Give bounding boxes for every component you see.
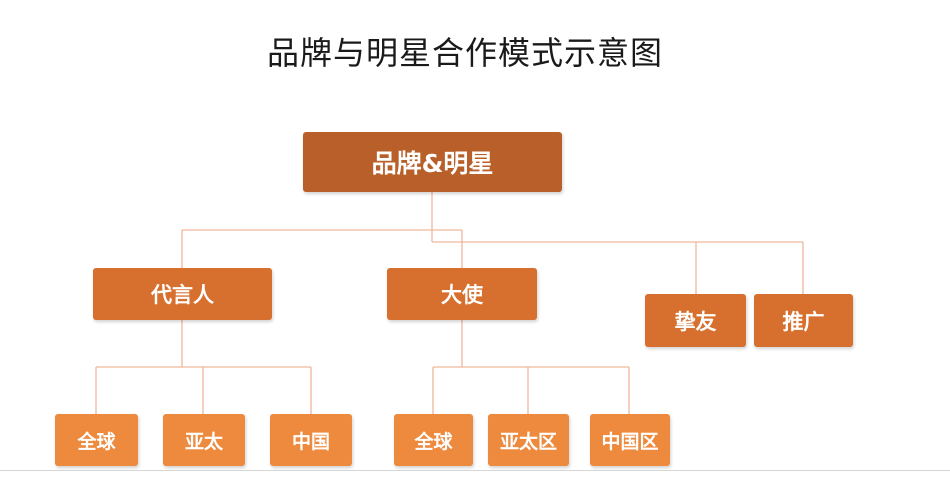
node-ambassador-global: 全球 <box>394 414 473 466</box>
node-spokesperson-apac: 亚太 <box>163 414 245 466</box>
node-spokesperson-global: 全球 <box>55 414 138 466</box>
node-friend: 挚友 <box>645 294 746 347</box>
node-spokesperson-china: 中国 <box>270 414 352 466</box>
node-root: 品牌&明星 <box>303 132 562 192</box>
diagram-title: 品牌与明星合作模式示意图 <box>266 34 663 72</box>
node-spokesperson: 代言人 <box>93 268 272 320</box>
node-ambassador-apac: 亚太区 <box>488 414 569 466</box>
node-promotion: 推广 <box>754 294 853 347</box>
node-ambassador-china: 中国区 <box>590 414 670 466</box>
node-ambassador: 大使 <box>387 268 537 320</box>
bottom-divider <box>0 470 950 471</box>
